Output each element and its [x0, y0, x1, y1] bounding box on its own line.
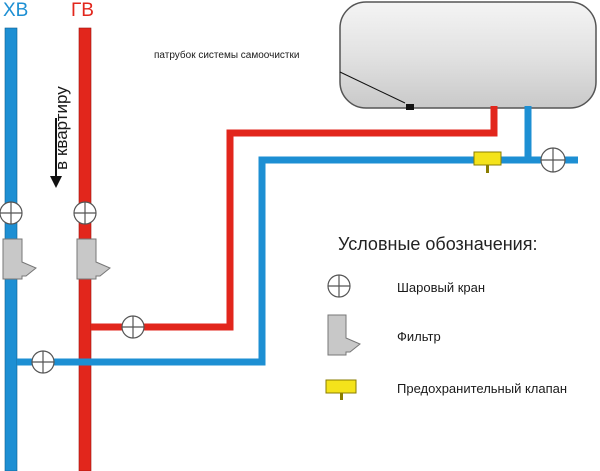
- cold-water-label: ХВ: [3, 0, 29, 21]
- ball-valve-icon: [121, 315, 145, 339]
- nozzle-pointer: [339, 71, 406, 104]
- filter-icon: [76, 238, 111, 280]
- legend-item-safety-valve: Предохранительный клапан: [397, 381, 568, 396]
- hot-water-label: ГВ: [71, 0, 94, 21]
- self-cleaning-nozzle: [406, 104, 414, 110]
- legend-item-ball-valve: Шаровый кран: [397, 280, 486, 295]
- into-apartment-label: в квартиру: [52, 86, 71, 170]
- cold-pipe: [17, 156, 578, 366]
- ball-valve-icon: [540, 147, 566, 173]
- legend-title: Условные обозначения:: [338, 234, 538, 254]
- into-apartment-arrow-head: [50, 176, 62, 188]
- legend-item-filter: Фильтр: [397, 329, 441, 344]
- legend-filter-icon: [327, 314, 361, 356]
- ball-valve-icon: [73, 201, 97, 225]
- water-heater-tank: [339, 1, 597, 109]
- legend-safety-valve-icon: [325, 379, 357, 400]
- ball-valve-icon: [31, 350, 55, 374]
- ball-valve-icon: [0, 201, 23, 225]
- self-cleaning-nozzle-label: патрубок системы самоочистки: [154, 50, 300, 61]
- safety-valve-icon: [473, 151, 502, 173]
- filter-icon: [2, 238, 37, 280]
- hot-pipe: [91, 106, 498, 331]
- legend-ball-valve-icon: [327, 274, 351, 298]
